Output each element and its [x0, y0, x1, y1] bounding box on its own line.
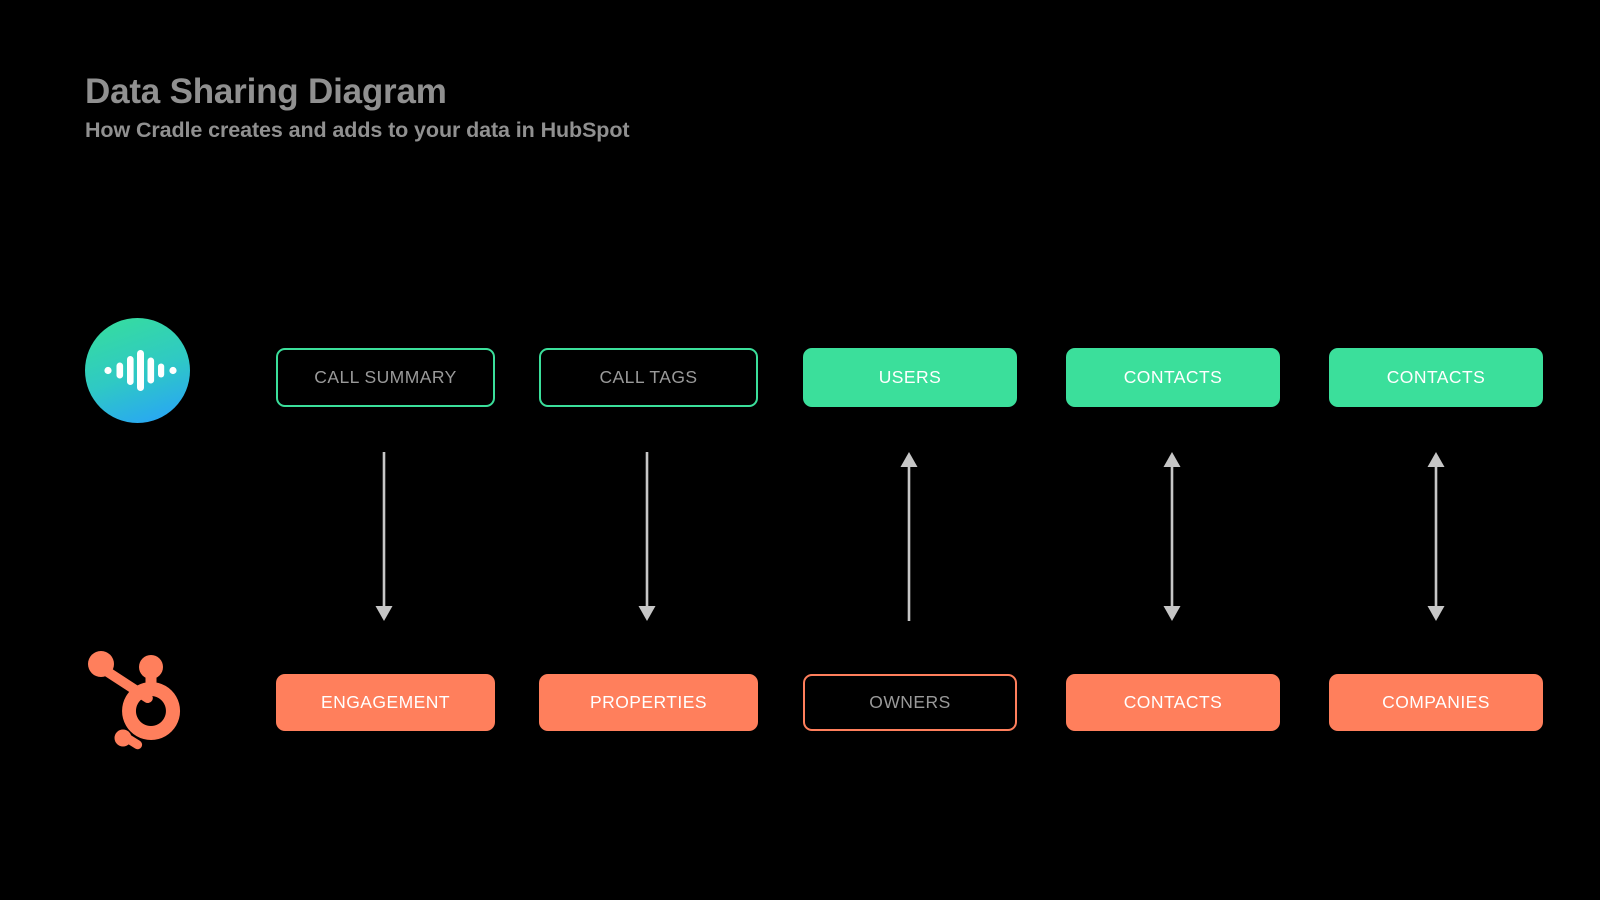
- node-label: ENGAGEMENT: [321, 692, 450, 712]
- page-title: Data Sharing Diagram: [85, 72, 447, 111]
- hubspot-node-contacts-3[interactable]: CONTACTS: [1066, 674, 1280, 731]
- arrow-up-2: [896, 452, 922, 621]
- hubspot-node-properties-1[interactable]: PROPERTIES: [539, 674, 758, 731]
- cradle-node-contacts-3[interactable]: CONTACTS: [1066, 348, 1280, 407]
- node-label: USERS: [878, 367, 942, 387]
- cradle-node-users-2[interactable]: USERS: [803, 348, 1017, 407]
- node-label: COMPANIES: [1382, 692, 1490, 712]
- cradle-node-call-tags-1[interactable]: CALL TAGS: [539, 348, 758, 407]
- node-label: CALL TAGS: [599, 367, 698, 387]
- cradle-node-contacts-4[interactable]: CONTACTS: [1329, 348, 1543, 407]
- hubspot-logo-icon: [82, 645, 194, 755]
- arrow-down-1: [634, 452, 660, 621]
- node-label: CALL SUMMARY: [314, 367, 457, 387]
- arrow-both-4: [1423, 452, 1449, 621]
- page-header: Data Sharing Diagram How Cradle creates …: [85, 72, 630, 143]
- node-label: OWNERS: [869, 692, 951, 712]
- arrow-both-3: [1159, 452, 1185, 621]
- hubspot-node-companies-4[interactable]: COMPANIES: [1329, 674, 1543, 731]
- cradle-logo-icon: [85, 318, 190, 423]
- page-subtitle: How Cradle creates and adds to your data…: [85, 118, 630, 143]
- cradle-node-call-summary-0[interactable]: CALL SUMMARY: [276, 348, 495, 407]
- hubspot-node-owners-2[interactable]: OWNERS: [803, 674, 1017, 731]
- node-label: CONTACTS: [1123, 692, 1223, 712]
- hubspot-node-engagement-0[interactable]: ENGAGEMENT: [276, 674, 495, 731]
- node-label: PROPERTIES: [590, 692, 707, 712]
- node-label: CONTACTS: [1123, 367, 1223, 387]
- node-label: CONTACTS: [1386, 367, 1486, 387]
- arrow-down-0: [371, 452, 397, 621]
